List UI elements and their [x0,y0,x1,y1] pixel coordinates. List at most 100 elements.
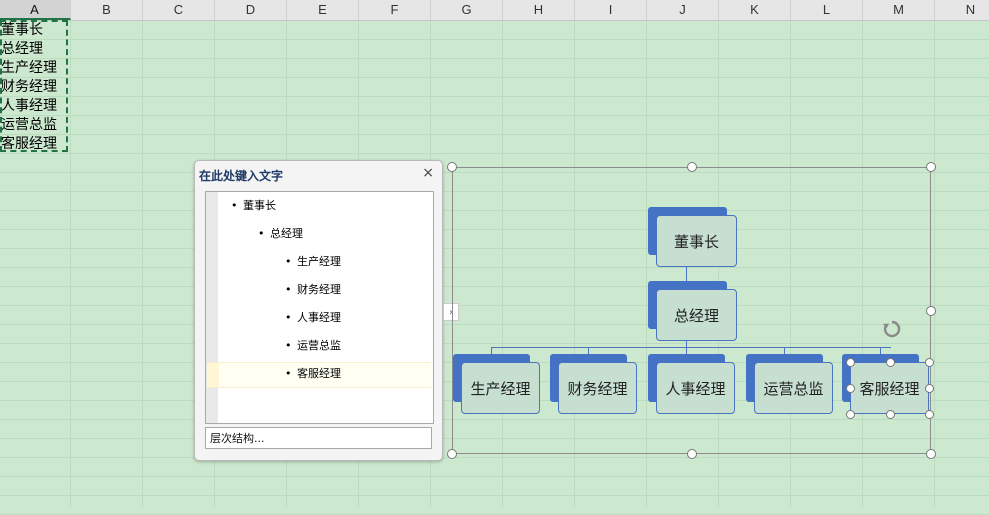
cell-a6[interactable]: 运营总监 [1,117,57,133]
grid-row-line [0,438,989,439]
grid-row-line [0,77,989,78]
grid-row-line [0,305,989,306]
grid-column-line [862,21,863,507]
grid-row-line [0,419,989,420]
cell-a4[interactable]: 财务经理 [1,79,57,95]
grid-row-line [0,457,989,458]
cell-a1[interactable]: 董事长 [1,22,43,38]
text-pane-item-label: 财务经理 [297,283,341,296]
grid-row-line [0,286,989,287]
text-pane-toggle-button[interactable]: › [443,303,459,321]
frame-resize-handle[interactable] [686,162,697,172]
text-pane-item-label: 人事经理 [297,311,341,324]
column-header-l[interactable]: L [791,0,863,20]
node-resize-handle[interactable] [925,384,934,393]
org-node-chairman[interactable]: 董事长 [656,215,737,267]
column-header-h[interactable]: H [503,0,575,20]
column-header-f[interactable]: F [359,0,431,20]
grid-row-line [0,134,989,135]
node-resize-handle[interactable] [925,358,934,367]
grid-column-line [934,21,935,507]
column-header-m[interactable]: M [863,0,935,20]
grid-row-line [0,476,989,477]
grid-row-line [0,324,989,325]
grid-column-line [790,21,791,507]
org-node-child-1[interactable]: 生产经理 [461,362,540,414]
grid-column-line [502,21,503,507]
cell-a3[interactable]: 生产经理 [1,60,57,76]
text-pane-item[interactable]: •生产经理 [285,253,341,271]
cell-a7[interactable]: 客服经理 [1,136,57,152]
grid-column-line [574,21,575,507]
rotate-handle-icon[interactable] [881,318,903,340]
grid-row-line [0,267,989,268]
grid-row-line [0,343,989,344]
grid-row-line [0,210,989,211]
text-pane-item-label: 董事长 [243,199,276,212]
grid-column-line [142,21,143,507]
frame-resize-handle[interactable] [686,449,697,459]
grid-column-line [646,21,647,507]
column-header-g[interactable]: G [431,0,503,20]
column-header-d[interactable]: D [215,0,287,20]
text-pane-item[interactable]: •运营总监 [285,337,341,355]
frame-resize-handle[interactable] [447,162,457,172]
frame-resize-handle[interactable] [447,449,457,459]
column-header-c[interactable]: C [143,0,215,20]
text-pane-gutter [206,192,218,423]
column-header-j[interactable]: J [647,0,719,20]
org-connector-line [491,347,891,348]
node-resize-handle[interactable] [885,410,895,419]
node-resize-handle[interactable] [846,358,855,367]
grid-row-line [0,153,989,154]
grid-row-line [0,115,989,116]
bullet-icon: • [285,283,292,296]
frame-resize-handle[interactable] [926,449,936,459]
text-pane-item[interactable]: • 董事长 [231,197,276,215]
org-connector-line [686,266,687,290]
frame-resize-handle[interactable] [926,162,936,172]
bullet-icon: • [285,311,292,324]
column-header-i[interactable]: I [575,0,647,20]
column-header-b[interactable]: B [71,0,143,20]
org-node-child-5[interactable]: 客服经理 [850,362,929,414]
text-pane-active-row [207,362,431,388]
hierarchy-link[interactable]: 层次结构... [205,427,432,449]
column-header-k[interactable]: K [719,0,791,20]
org-node-child-3[interactable]: 人事经理 [656,362,735,414]
org-node-child-2[interactable]: 财务经理 [558,362,637,414]
column-header-a[interactable]: A [0,0,71,20]
bullet-icon: • [285,255,292,268]
node-resize-handle[interactable] [846,410,855,419]
grid-row-line [0,191,989,192]
text-pane-item[interactable]: •客服经理 [285,365,341,383]
org-connector-line [686,340,687,348]
org-node-child-4[interactable]: 运营总监 [754,362,833,414]
grid-row-line [0,39,989,40]
text-pane-list[interactable]: •董事长•总经理•生产经理•财务经理•人事经理•运营总监•客服经理 [205,191,434,424]
text-pane-item-label: 客服经理 [297,367,341,380]
close-icon[interactable]: × [422,165,434,181]
cell-a2[interactable]: 总经理 [1,41,43,57]
grid-row-line [0,248,989,249]
text-pane-title: 在此处键入文字 [199,169,284,183]
bullet-icon: • [231,199,238,212]
frame-resize-handle[interactable] [926,305,936,316]
grid-row-line [0,495,989,496]
org-node-general-manager[interactable]: 总经理 [656,289,737,341]
text-pane-item[interactable]: • 人事经理 [285,309,341,327]
smartart-text-pane[interactable]: 在此处键入文字 × •董事长•总经理•生产经理•财务经理•人事经理•运营总监•客… [194,160,443,461]
text-pane-item[interactable]: • 财务经理 [285,281,341,299]
node-resize-handle[interactable] [925,410,934,419]
node-resize-handle[interactable] [846,384,855,393]
node-resize-handle[interactable] [885,358,895,367]
text-pane-item-label: 运营总监 [297,339,341,352]
grid-row-line [0,58,989,59]
cell-a5[interactable]: 人事经理 [1,98,57,114]
column-header-e[interactable]: E [287,0,359,20]
text-pane-item[interactable]: •总经理 [258,225,303,243]
column-header-n[interactable]: N [935,0,989,20]
text-pane-item-label: 总经理 [270,227,303,240]
grid-row-line [0,96,989,97]
